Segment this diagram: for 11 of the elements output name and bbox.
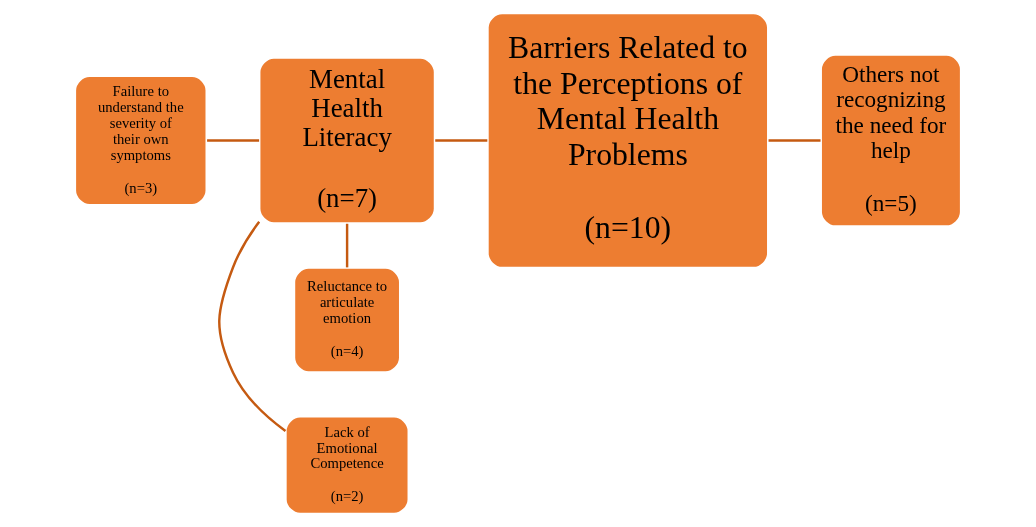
node-box: Barriers Related to the Perceptions of Mental Health Problems (n=10)	[486, 11, 770, 270]
node-box: Reluctance to articulate emotion (n=4)	[292, 266, 402, 374]
connector	[207, 139, 260, 142]
node-box: Lack of Emotional Competence (n=2)	[284, 415, 410, 516]
node-box: Mental Health Literacy (n=7)	[258, 56, 437, 225]
node-box: Others not recognizing the need for help (n=5)	[819, 53, 963, 228]
connector	[218, 220, 287, 432]
connector	[435, 139, 488, 142]
node-box: Failure to understand the severity of their own symptoms (n=3)	[73, 74, 208, 207]
connector	[768, 139, 821, 142]
connector	[345, 223, 349, 268]
